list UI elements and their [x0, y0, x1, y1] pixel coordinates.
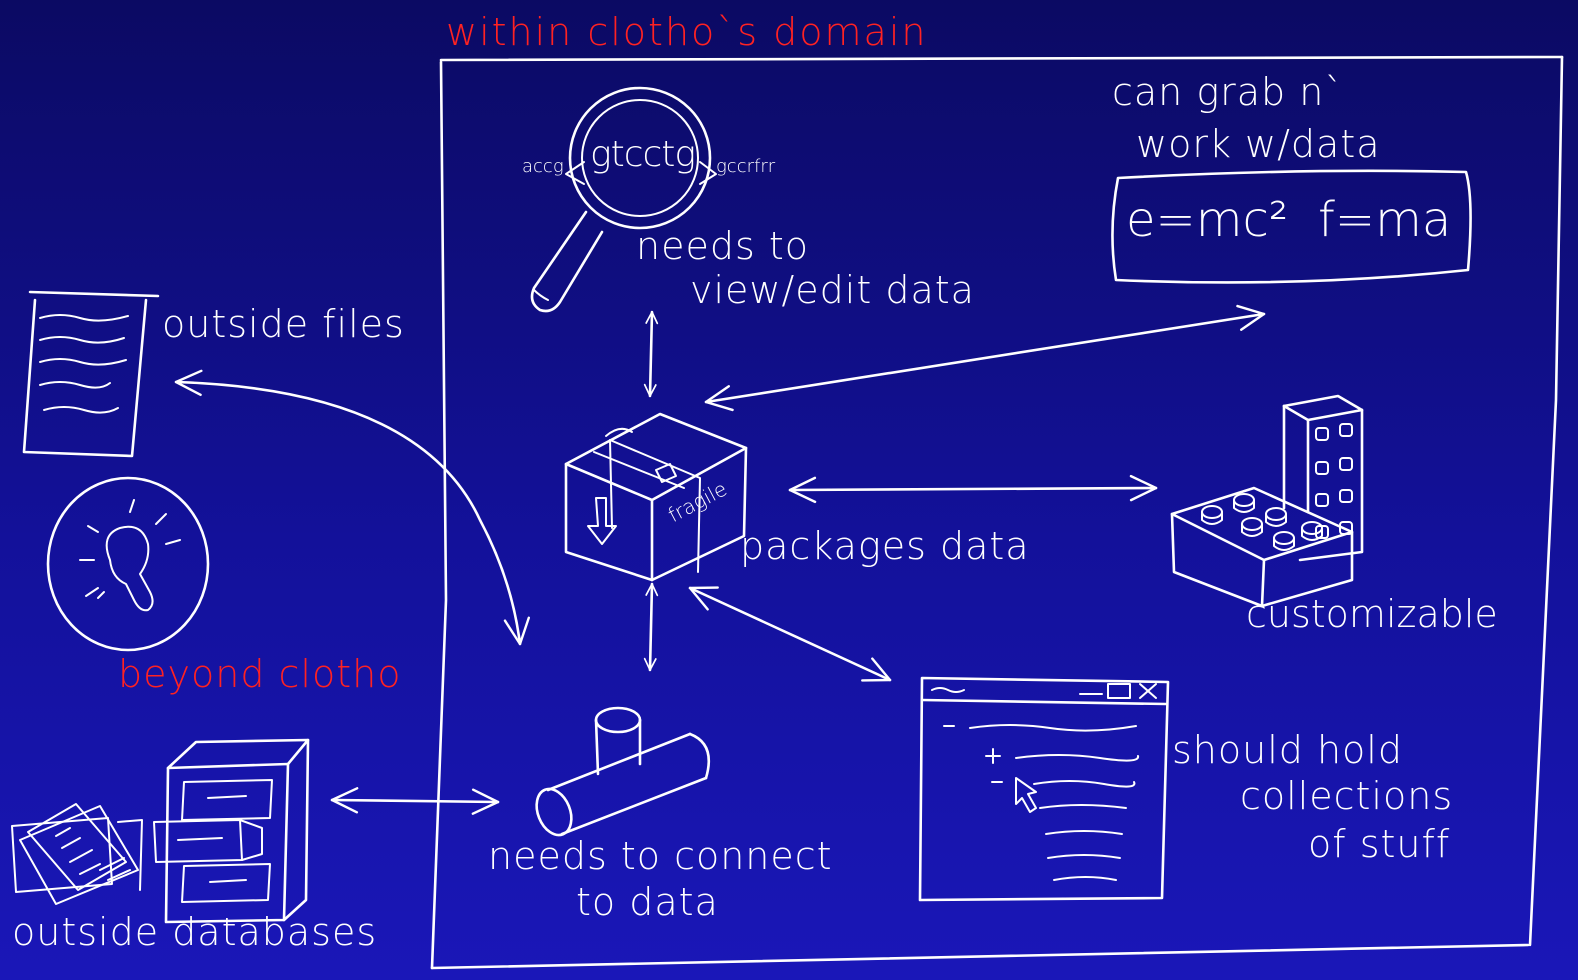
- grab-label-1: can grab n`: [1112, 70, 1345, 114]
- inside-domain-title: within clotho`s domain: [446, 10, 928, 54]
- sequence-right-text: gccrfrr: [716, 156, 776, 177]
- sequence-highlight-text: gtcctg: [590, 134, 696, 175]
- document-icon: [22, 290, 160, 458]
- customizable-label: customizable: [1246, 592, 1498, 636]
- arrow-files-connector: [174, 369, 531, 646]
- collection-window-icon: [918, 676, 1170, 902]
- lego-bricks-icon: [1170, 394, 1364, 608]
- connector-arrows: [174, 304, 1266, 815]
- papers-icon: [11, 803, 143, 905]
- arrow-package-lego: [788, 474, 1158, 504]
- outside-domain-title: beyond clotho: [118, 652, 402, 696]
- outside-files-label: outside files: [162, 302, 405, 346]
- grab-label-2: work w/data: [1136, 122, 1381, 166]
- pipe-connector-icon: [535, 706, 711, 837]
- outside-databases-label: outside databases: [12, 910, 378, 954]
- arrow-package-workspace: [704, 304, 1266, 412]
- magnifier-icon: [530, 86, 717, 313]
- connect-label-2: to data: [576, 880, 719, 924]
- view-edit-label-1: needs to: [636, 224, 809, 268]
- arrow-databases-connector: [330, 787, 500, 815]
- sequence-left-text: accg: [522, 156, 564, 177]
- collections-label-1: should hold: [1172, 728, 1403, 772]
- formula-force: f=ma: [1318, 192, 1452, 248]
- connect-label-1: needs to connect: [488, 834, 833, 878]
- filing-cabinet-icon: [153, 738, 310, 924]
- formula-box: [1111, 169, 1472, 284]
- collections-label-3: of stuff: [1308, 822, 1451, 866]
- packages-data-label: packages data: [740, 524, 1030, 568]
- arrow-package-window: [688, 586, 892, 682]
- collections-label-2: collections: [1240, 774, 1454, 818]
- arrow-viewer-package: [643, 310, 659, 398]
- package-icon: [564, 412, 748, 582]
- lightbulb-icon: [46, 476, 210, 652]
- view-edit-label-2: view/edit data: [690, 268, 975, 312]
- arrow-package-connector: [643, 582, 659, 672]
- formula-energy: e=mc²: [1126, 192, 1289, 248]
